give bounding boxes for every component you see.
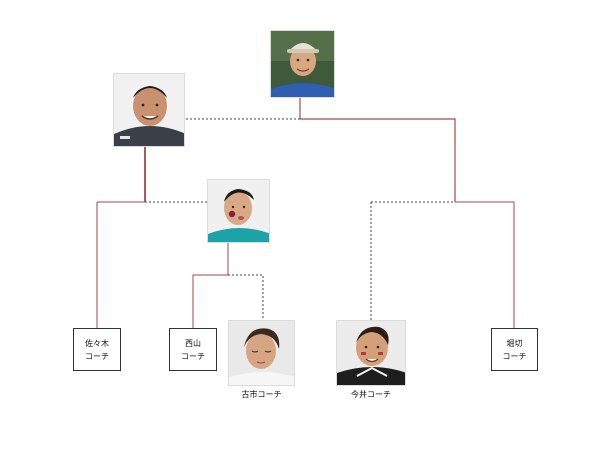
photo-imai bbox=[336, 320, 406, 386]
sticker-face-person-photo bbox=[208, 180, 269, 242]
caption-furuichi: 古市コーチ bbox=[241, 390, 282, 399]
box-horikiri: 堀切 コーチ bbox=[491, 328, 538, 371]
box-sasaki: 佐々木 コーチ bbox=[73, 328, 121, 371]
face-paint-person-photo bbox=[337, 321, 405, 385]
line-right-branch-solid bbox=[455, 201, 515, 328]
smiling-person-photo bbox=[114, 74, 184, 146]
photo-middle bbox=[207, 179, 270, 243]
photo-furuichi bbox=[228, 320, 295, 386]
caption-imai: 今井コーチ bbox=[351, 390, 391, 399]
box-nishiyama: 西山 コーチ bbox=[169, 328, 217, 371]
nishiyama-title: コーチ bbox=[181, 351, 205, 361]
sasaki-title: コーチ bbox=[85, 351, 109, 361]
line-to-furuichi bbox=[228, 274, 264, 320]
cap-person-photo bbox=[271, 31, 334, 97]
line-top-to-right bbox=[299, 98, 456, 202]
photo-top bbox=[270, 30, 335, 98]
horikiri-title: コーチ bbox=[502, 351, 527, 361]
eyes-closed-person-photo bbox=[229, 321, 294, 385]
line-middle-down bbox=[192, 243, 229, 328]
horikiri-name: 堀切 bbox=[506, 338, 523, 348]
nishiyama-name: 西山 bbox=[185, 338, 201, 348]
photo-left bbox=[113, 73, 185, 147]
sasaki-name: 佐々木 bbox=[85, 338, 109, 348]
